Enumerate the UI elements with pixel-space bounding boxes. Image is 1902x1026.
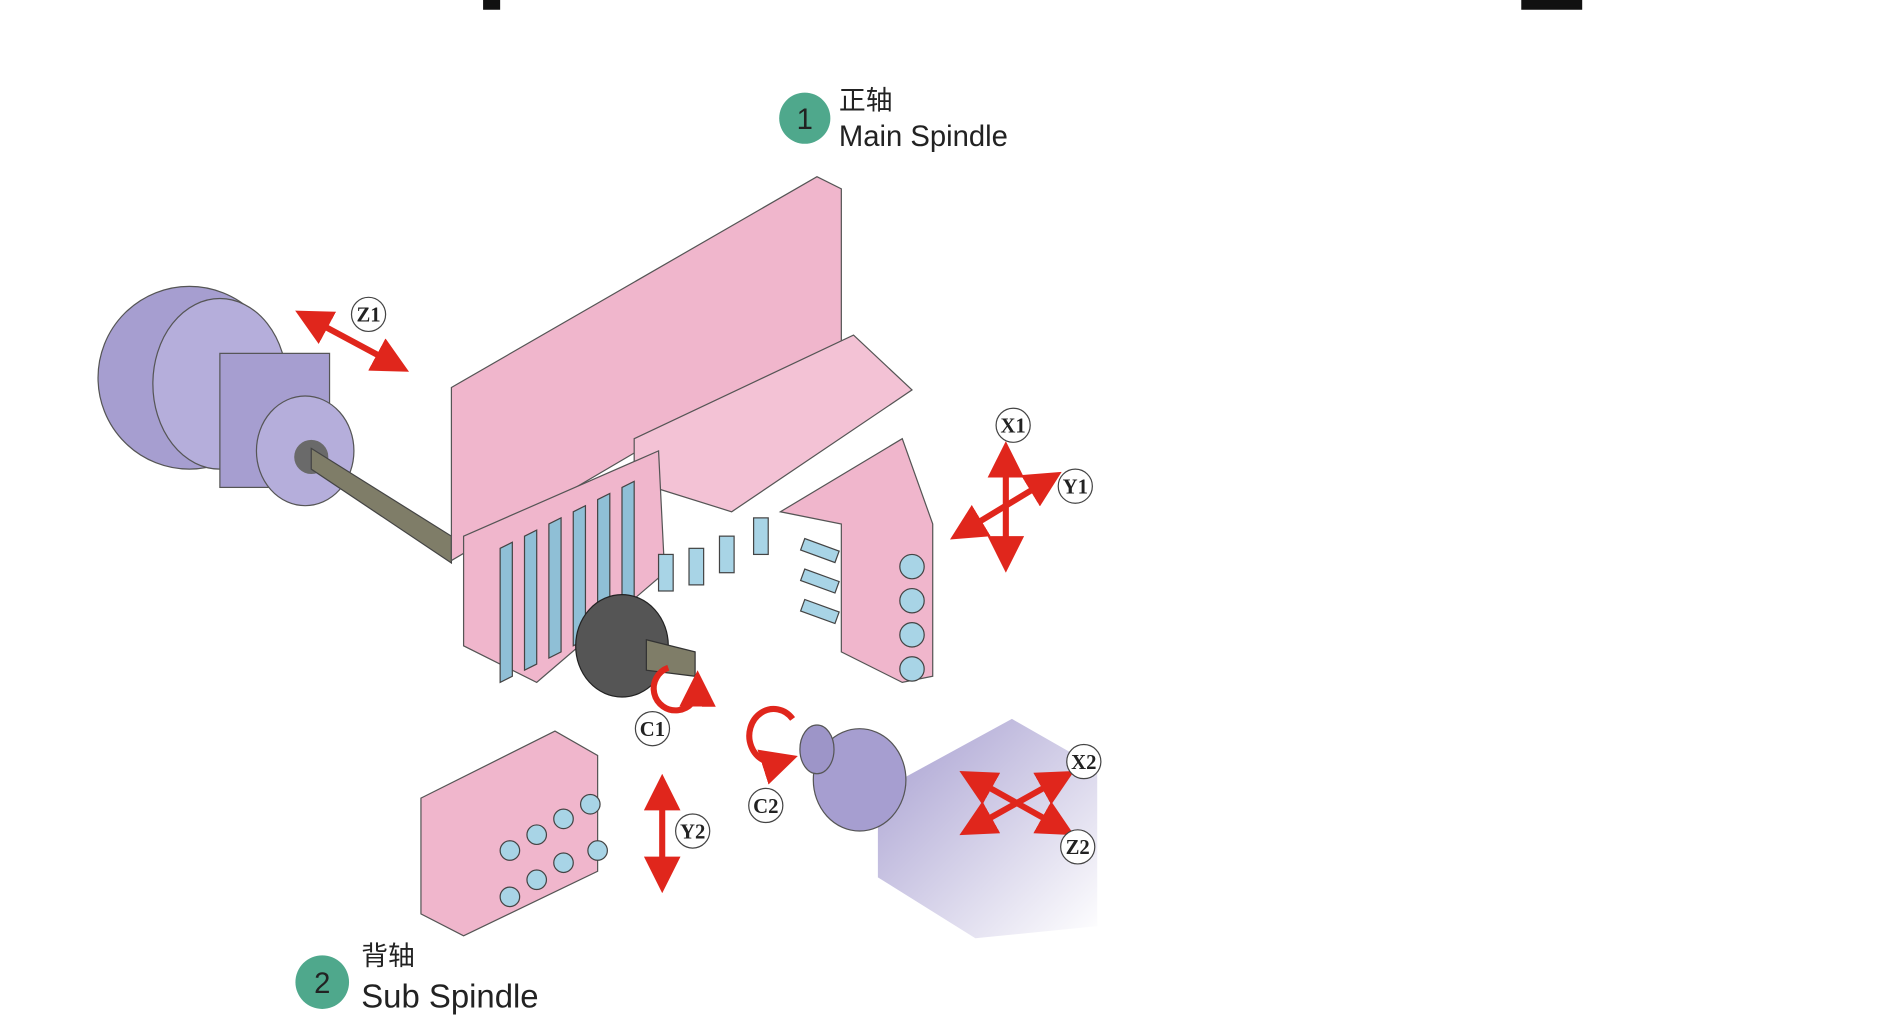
main-spindle-en: Main Spindle — [839, 121, 1008, 153]
title-fragment — [483, 0, 501, 10]
sub-spindle-cn: 背轴 — [361, 941, 415, 971]
title-fragment — [1521, 0, 1583, 10]
main-spindle-head — [97, 285, 453, 565]
axis-label-x1: X1 — [995, 407, 1031, 443]
badge-circle — [295, 955, 350, 1009]
c2-arrow — [746, 706, 798, 785]
axis-labels: Z1 X1 Y1 C1 C2 Y2 X2 Z2 — [350, 296, 1102, 865]
svg-text:X2: X2 — [1071, 752, 1096, 774]
c1-arrow — [650, 664, 716, 714]
svg-text:C2: C2 — [753, 796, 778, 818]
svg-text:X1: X1 — [1000, 416, 1025, 438]
axis-label-c2: C2 — [748, 787, 784, 824]
axis-label-y1: Y1 — [1057, 468, 1093, 504]
svg-text:Z2: Z2 — [1066, 837, 1090, 859]
svg-text:C1: C1 — [640, 719, 665, 741]
z1-arrow — [295, 310, 410, 372]
axis-label-x2: X2 — [1066, 743, 1102, 780]
axis-label-z1: Z1 — [350, 296, 387, 333]
y1-arrow — [949, 471, 1062, 540]
svg-text:Y2: Y2 — [680, 821, 705, 843]
axis-label-y2: Y2 — [675, 813, 711, 849]
bar-stock — [310, 447, 453, 565]
sub-tool-block — [420, 730, 608, 937]
main-spindle-cn: 正轴 — [839, 86, 893, 116]
axis-arrows — [295, 310, 1075, 894]
svg-text:Y1: Y1 — [1063, 477, 1088, 499]
sub-spindle-en: Sub Spindle — [361, 978, 538, 1015]
sub-spindle-head — [799, 718, 1098, 939]
svg-text:Z1: Z1 — [356, 305, 380, 327]
badge-number: 2 — [314, 968, 330, 1000]
sub-spindle-label: 2 背轴 Sub Spindle — [295, 941, 539, 1015]
badge-circle — [779, 92, 831, 144]
main-spindle-label: 1 正轴 Main Spindle — [779, 86, 1008, 153]
badge-number: 1 — [797, 104, 813, 136]
z2-arrow — [959, 770, 1075, 836]
axis-label-z2: Z2 — [1060, 829, 1096, 865]
gang-tool-frame — [450, 175, 934, 698]
axis-label-c1: C1 — [634, 711, 671, 747]
